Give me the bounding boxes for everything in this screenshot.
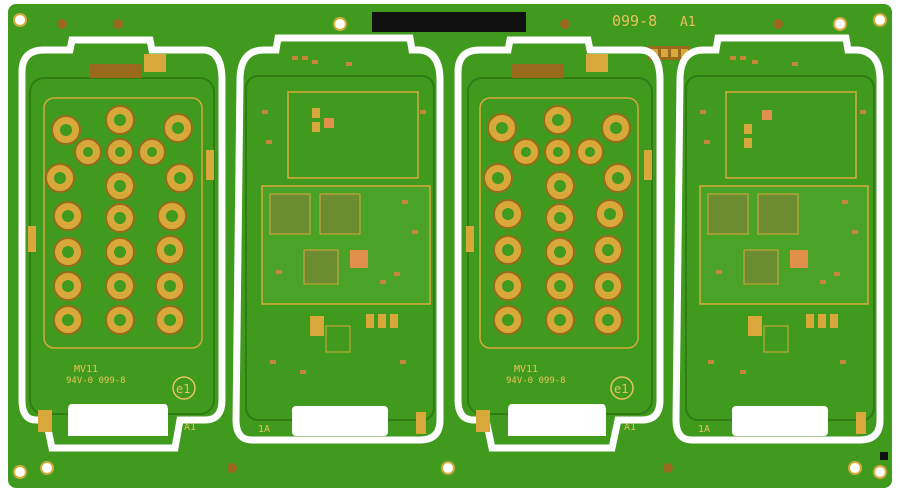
keypad-board-1: MV11 94V-0 099-8 e1 A1 <box>18 36 226 452</box>
black-label-strip <box>372 12 526 32</box>
pcb-substrate <box>8 4 892 488</box>
fiducial-mark <box>880 452 888 460</box>
brand-mark-1: e1 <box>176 382 190 396</box>
main-board-2: 1A <box>672 34 884 444</box>
part-number-2: 94V-0 099-8 <box>506 376 566 386</box>
rev-label-2: A1 <box>624 422 636 433</box>
keypad-pads-1 <box>45 105 195 335</box>
top-code-label: 099-8 <box>612 12 657 30</box>
main-rev-label-2: 1A <box>698 424 710 435</box>
brand-mark-2: e1 <box>614 382 628 396</box>
part-number-1: 94V-0 099-8 <box>66 376 126 386</box>
rev-label-1: A1 <box>184 422 196 433</box>
main-board-1: 1A <box>232 34 444 444</box>
main-rev-label-1: 1A <box>258 424 270 435</box>
mounting-holes <box>13 13 887 479</box>
ul-mark-2: MV11 <box>514 364 538 375</box>
top-rev-label: A1 <box>680 15 696 30</box>
ul-mark-1: MV11 <box>74 364 98 375</box>
keypad-board-2: MV11 94V-0 099-8 e1 A1 <box>454 36 664 452</box>
keypad-pads-2 <box>483 105 633 335</box>
